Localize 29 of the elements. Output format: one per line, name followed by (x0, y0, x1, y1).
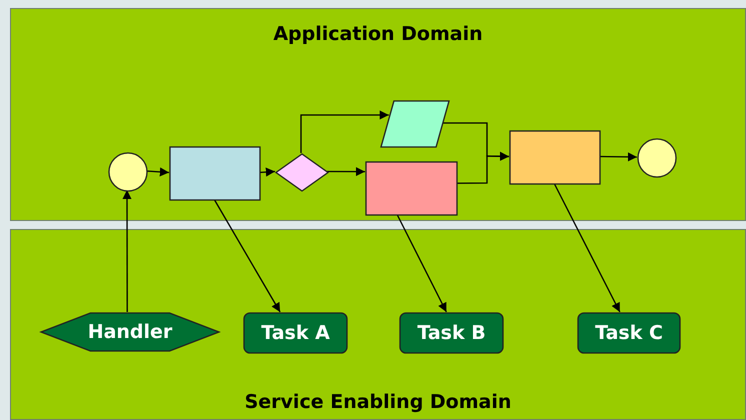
arrow (553, 182, 620, 312)
panel-title: Service Enabling Domain (244, 391, 512, 413)
domain-panel (10, 229, 746, 420)
task-box (244, 313, 347, 353)
event-circle (109, 153, 147, 191)
arrow (456, 152, 510, 184)
arrow (258, 168, 276, 177)
arrow (300, 110, 389, 153)
node-label: Handler (88, 321, 172, 343)
arrow (599, 152, 637, 162)
task-box (400, 313, 503, 353)
event-circle (638, 139, 676, 177)
node-label: Task B (417, 322, 486, 344)
arrow (146, 167, 170, 176)
node-label: Task A (261, 322, 330, 344)
process-box (510, 131, 600, 184)
process-box (170, 147, 260, 200)
data-parallelogram (381, 101, 449, 147)
arrow (213, 198, 281, 312)
node-label: Task C (595, 322, 663, 344)
handler-hexagon (41, 313, 219, 351)
arrow (327, 167, 365, 176)
decision-diamond (276, 154, 328, 191)
arrow (396, 214, 447, 312)
domain-panel (10, 8, 746, 221)
task-box (578, 313, 680, 353)
panel-title: Application Domain (272, 23, 484, 45)
process-box (366, 162, 457, 215)
arrow (122, 190, 132, 312)
